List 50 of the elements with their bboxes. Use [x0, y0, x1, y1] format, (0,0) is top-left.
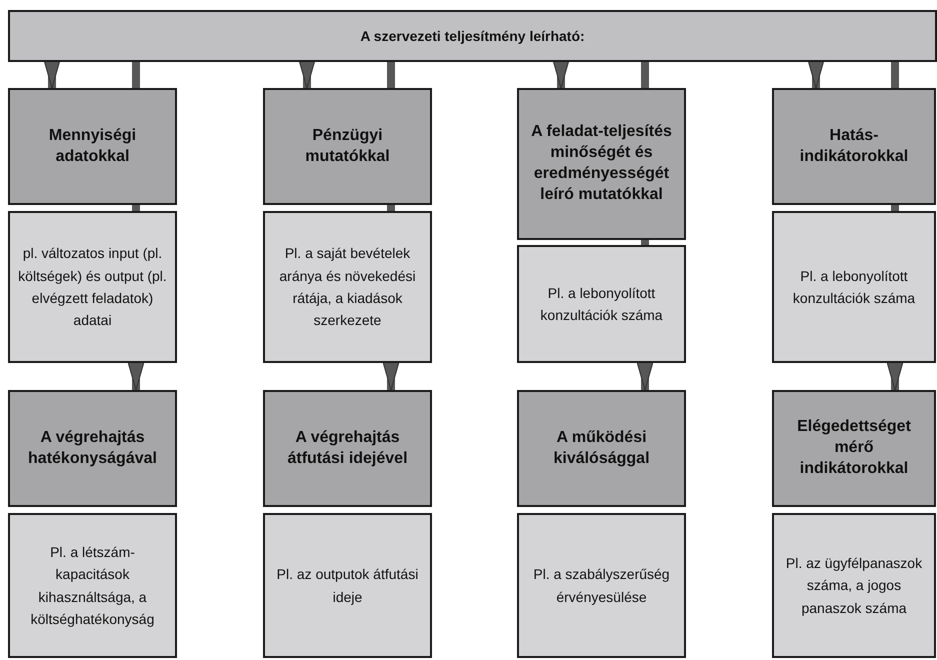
block-arrow	[808, 60, 824, 88]
category-box	[263, 390, 432, 507]
example-text: Pl. a lebonyolított konzultációk száma	[539, 284, 664, 325]
example-box	[8, 211, 177, 363]
example-text: Pl. a létszám-kapacitások kihasználtsága, a költséghatékonyság	[30, 542, 156, 629]
category-box	[8, 390, 177, 507]
category-label: A működési kiválósággal	[552, 428, 651, 468]
block-arrow	[44, 60, 60, 88]
category-label: A végrehajtás hatékonyságával	[27, 428, 158, 468]
block-arrow	[298, 60, 316, 88]
block-arrow	[636, 362, 654, 390]
example-box	[263, 211, 432, 363]
category-label: A végrehajtás átfutási idejével	[286, 428, 409, 468]
example-text: Pl. a saját bevételek aránya és növekedési rátája, a kiadások szerkezete	[278, 244, 417, 330]
connector-bar	[387, 205, 395, 211]
example-text: Pl. a lebonyolított konzultációk száma	[792, 266, 916, 308]
heading-text: A szervezeti teljesítmény leírható:	[360, 28, 585, 44]
block-arrow	[552, 60, 570, 88]
connector-bar	[641, 240, 649, 245]
category-label: Pénzügyi mutatókkal	[304, 126, 391, 166]
category-box	[517, 88, 686, 240]
block-arrow	[382, 362, 400, 390]
category-label: Hatás-indikátorokkal	[798, 126, 910, 166]
example-text: Pl. az outputok átfutási ideje	[276, 565, 420, 607]
block-arrow	[128, 362, 144, 390]
block-arrow	[886, 362, 904, 390]
connector-bar	[387, 62, 395, 88]
example-text: pl. változatos input (pl. költségek) és output (pl. elvégzett feladatok) adatai	[18, 244, 167, 330]
category-box	[772, 88, 936, 205]
example-text: Pl. a szabályszerűség érvényesülése	[532, 565, 671, 607]
connector-bar	[891, 62, 899, 88]
example-box	[517, 245, 686, 363]
connector-bar	[132, 62, 140, 88]
example-box	[8, 513, 177, 658]
category-box	[772, 390, 936, 507]
category-box	[8, 88, 177, 205]
connector-bar	[891, 205, 899, 211]
connector-bar	[132, 205, 140, 211]
category-box	[517, 390, 686, 507]
category-label: Elégedettséget mérő indikátorokkal	[796, 417, 912, 479]
connector-bar	[641, 62, 649, 88]
example-box	[772, 211, 936, 363]
example-box	[772, 513, 936, 658]
category-label: Mennyiségi adatokkal	[48, 126, 138, 166]
example-box	[517, 513, 686, 658]
category-label: A feladat-teljesítés minőségét és eredményességét leíró mutatókkal	[530, 122, 673, 205]
heading-banner	[8, 10, 937, 62]
category-box	[263, 88, 432, 205]
example-text: Pl. az ügyfélpanaszok száma, a jogos panaszok száma	[784, 554, 924, 618]
example-box	[263, 513, 432, 658]
